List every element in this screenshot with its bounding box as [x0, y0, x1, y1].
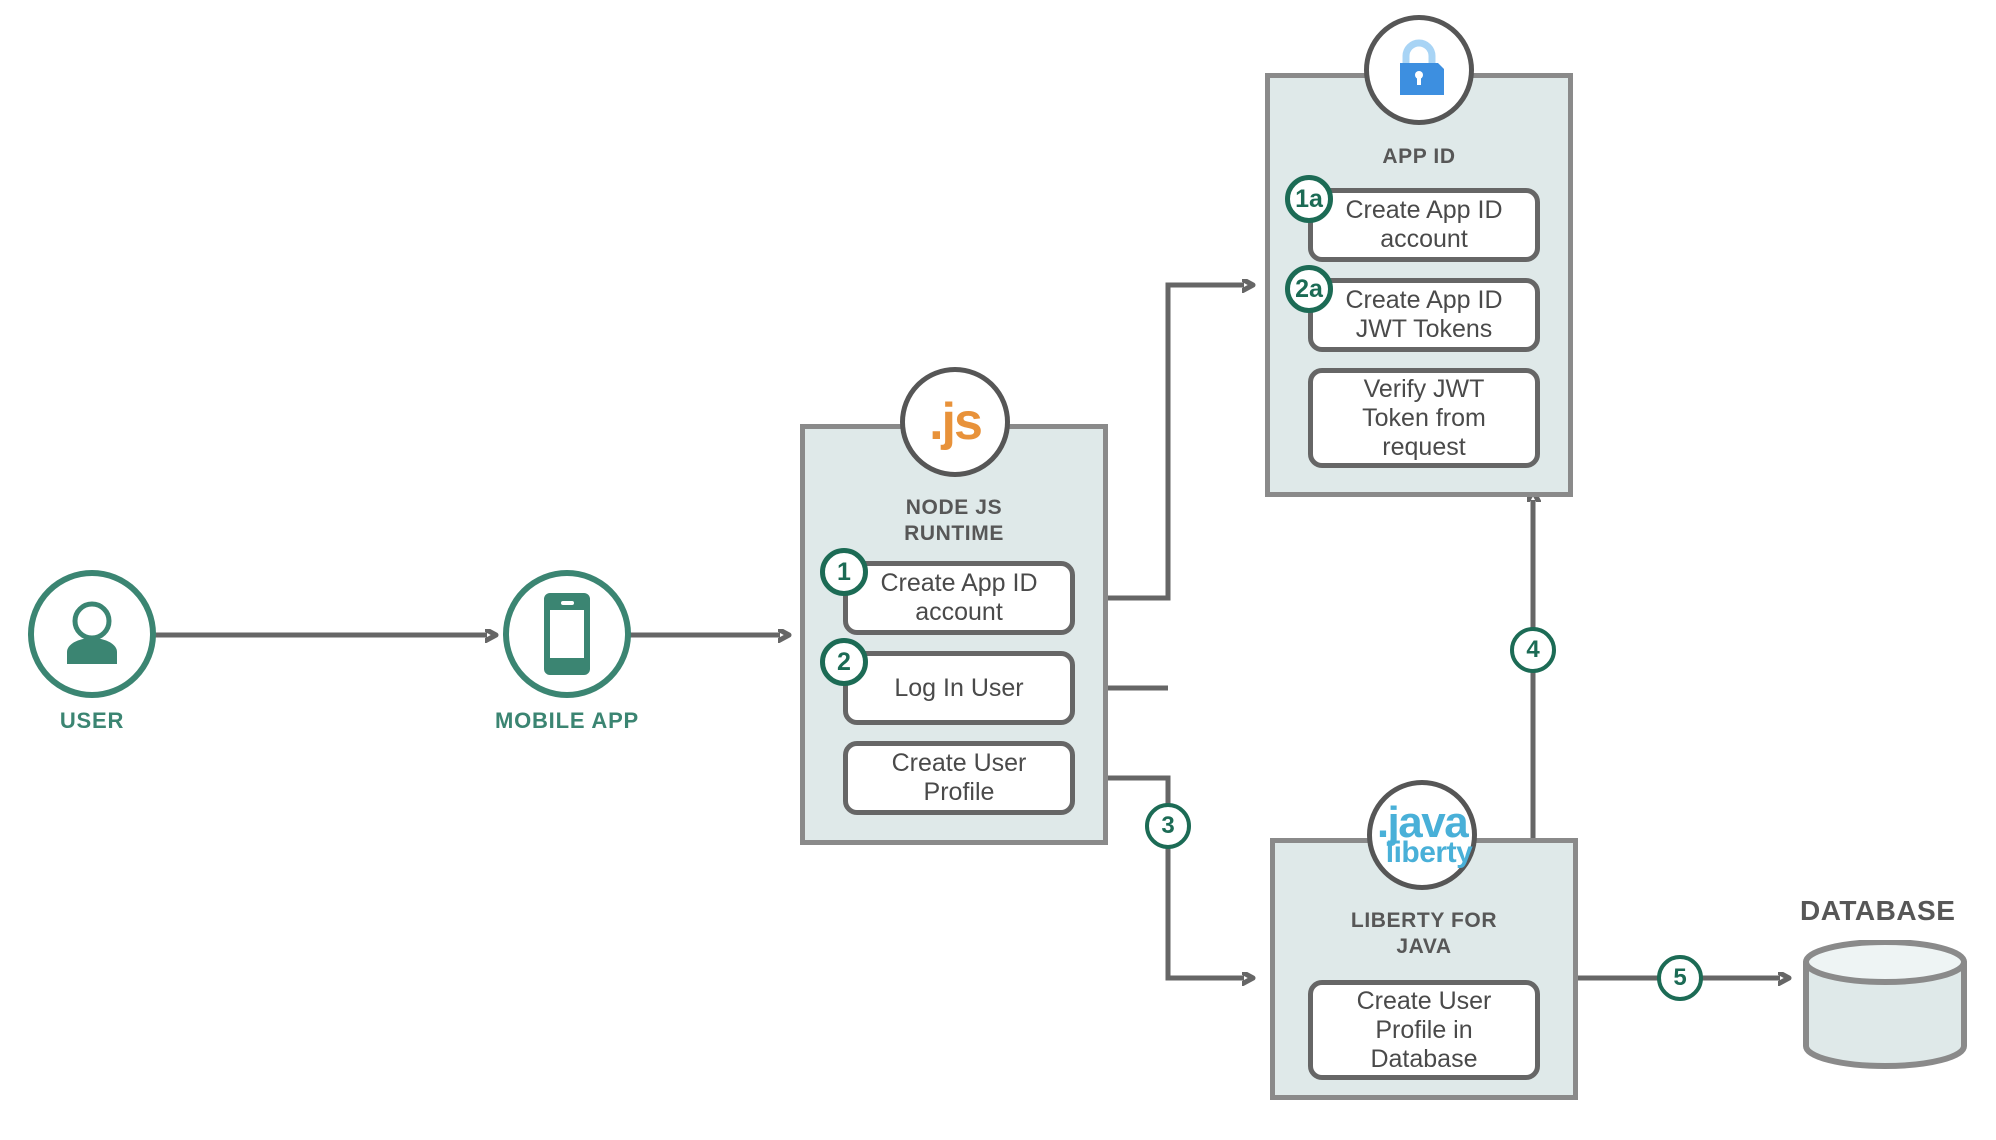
label-line1: Create User	[1356, 986, 1492, 1015]
zone-appid-title: APP ID	[1265, 144, 1573, 170]
step-badge-1a: 1a	[1285, 175, 1333, 223]
zone-liberty-title-line2: JAVA	[1396, 935, 1452, 958]
process-box-label: Create User Profile in Database	[1357, 987, 1492, 1074]
label-line3: Database	[1370, 1044, 1478, 1073]
entity-mobile-app-label: MOBILE APP	[494, 708, 640, 733]
java-logo-line2: liberty	[1385, 835, 1473, 869]
label-line1: Create User	[891, 749, 1027, 777]
java-liberty-logo: .java liberty	[1372, 797, 1473, 869]
label-line3: request	[1382, 432, 1466, 461]
zone-nodejs-title-line2: RUNTIME	[904, 522, 1004, 545]
label-line2: account	[1380, 225, 1468, 253]
label-line1: Create App ID	[880, 569, 1038, 597]
flow-step-badge-4: 4	[1510, 627, 1556, 673]
entity-user[interactable]	[28, 570, 156, 698]
lock-icon	[1400, 39, 1444, 95]
process-box-create-appid-account-node[interactable]: Create App ID account	[843, 561, 1075, 635]
process-box-login-user[interactable]: Log In User	[843, 651, 1075, 725]
java-logo-line1: .java	[1376, 797, 1469, 847]
user-icon	[67, 601, 117, 664]
medallion-appid	[1364, 15, 1474, 125]
flow-step-badge-3: 3	[1145, 803, 1191, 849]
medallion-liberty: .java liberty	[1367, 780, 1477, 890]
zone-liberty-title: LIBERTY FOR JAVA	[1270, 908, 1578, 960]
process-box-create-appid-jwt-tokens[interactable]: Create App ID JWT Tokens	[1308, 278, 1540, 352]
database-cylinder-icon[interactable]	[1800, 939, 1970, 1070]
step-badge-2: 2	[820, 638, 868, 686]
label-line2: account	[915, 598, 1003, 626]
label-line2: Profile	[923, 778, 995, 806]
zone-nodejs-title: NODE JS RUNTIME	[800, 495, 1108, 547]
database-cylinder-shape	[1803, 939, 1967, 1069]
entity-mobile-app[interactable]	[503, 570, 631, 698]
label-line1: Verify JWT	[1363, 374, 1485, 403]
database-label: DATABASE	[1800, 895, 1956, 926]
step-badge-1: 1	[820, 548, 868, 596]
label-line1: Create App ID	[1345, 286, 1503, 314]
step-badge-2a: 2a	[1285, 265, 1333, 313]
process-box-label: Verify JWT Token from request	[1362, 375, 1486, 462]
process-box-label: Create App ID account	[880, 569, 1037, 627]
label-line2: Token from	[1362, 403, 1486, 432]
process-box-label: Create App ID account	[1345, 196, 1502, 254]
process-box-verify-jwt-token[interactable]: Verify JWT Token from request	[1308, 368, 1540, 468]
medallion-nodejs: .js	[900, 367, 1010, 477]
zone-appid-title-line1: APP ID	[1382, 145, 1456, 168]
process-box-label: Create App ID JWT Tokens	[1345, 286, 1502, 344]
label-line2: Profile in	[1375, 1015, 1473, 1044]
process-box-label: Log In User	[894, 673, 1024, 702]
zone-liberty-title-line1: LIBERTY FOR	[1350, 909, 1498, 932]
process-box-create-user-profile-node[interactable]: Create User Profile	[843, 741, 1075, 815]
flow-step-badge-5: 5	[1657, 955, 1703, 1001]
label-line2: JWT Tokens	[1355, 315, 1493, 343]
zone-nodejs-title-line1: NODE JS	[905, 496, 1003, 519]
process-box-label: Create User Profile	[892, 749, 1027, 807]
js-logo: .js	[929, 393, 983, 451]
process-box-create-user-profile-in-database[interactable]: Create User Profile in Database	[1308, 980, 1540, 1080]
mobile-phone-icon	[544, 593, 590, 675]
process-box-create-appid-account-appid[interactable]: Create App ID account	[1308, 188, 1540, 262]
entity-user-label: USER	[59, 708, 125, 733]
label-line1: Create App ID	[1345, 196, 1503, 224]
